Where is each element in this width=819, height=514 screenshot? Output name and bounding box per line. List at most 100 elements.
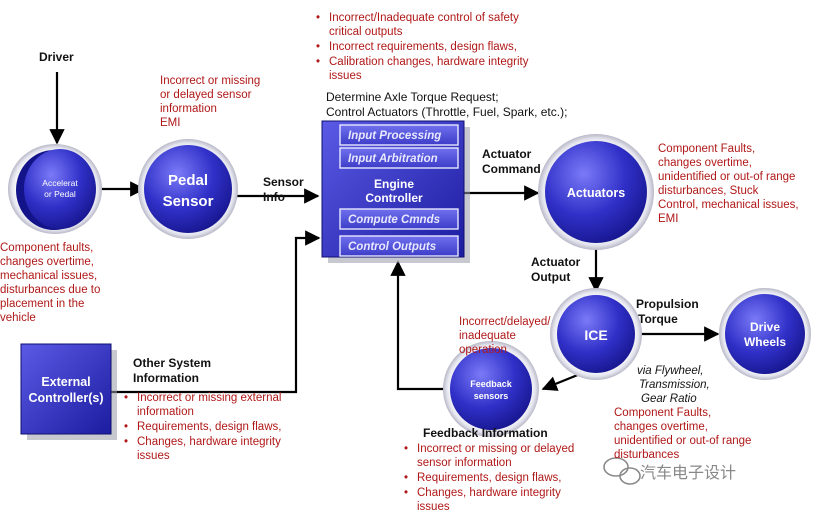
hazard-line: Incorrect or missing or delayed (417, 443, 575, 455)
ice-hazards: Component Faults, changes overtime, unid… (614, 406, 751, 462)
propulsion-torque-label: Propulsion Torque (636, 297, 699, 327)
determine-axle-label: Determine Axle Torque Request; Control A… (326, 90, 567, 120)
external-label-2: Controller(s) (29, 391, 104, 405)
hazard-line: Requirements, design flaws, (137, 421, 282, 433)
accel-pedal-label-1: Accelerat (42, 178, 78, 188)
hazard-line: sensor information (417, 457, 512, 469)
accel-pedal-label-2: or Pedal (44, 189, 76, 199)
feedback-sensors-label-2: sensors (474, 391, 509, 401)
pedal-sensor-hazards: Incorrect or missing or delayed sensor i… (160, 74, 260, 130)
hazard-line: Control, mechanical issues, (658, 199, 799, 211)
hazard-line: placement in the (0, 298, 85, 310)
actuator-output-line-2: Output (531, 270, 571, 284)
external-hazards: •Incorrect or missing external informati… (124, 392, 282, 462)
arrow-external-to-controller (110, 230, 321, 394)
hazard-line: changes overtime, (658, 157, 752, 169)
hazard-line: or delayed sensor (160, 89, 252, 101)
propulsion-torque-line-2: Torque (638, 312, 678, 326)
accel-pedal-hazards: Component faults, changes overtime, mech… (0, 241, 100, 325)
hazard-line: disturbances due to (0, 284, 101, 296)
determine-axle-line-1: Determine Axle Torque Request; (326, 90, 499, 104)
engine-controller-title-1: Engine (374, 177, 414, 191)
other-system-info-line-2: Information (133, 371, 199, 385)
hazard-line: EMI (160, 117, 181, 129)
hazard-line: Incorrect/delayed/ (459, 316, 551, 328)
accelerator-pedal-node: Accelerat or Pedal (8, 144, 102, 234)
sensor-info-label: Sensor Info (263, 175, 304, 205)
feedback-sensors-node: Feedback sensors (443, 341, 539, 437)
arrow-feedback-to-controller (390, 260, 444, 391)
hazard-line: EMI (658, 213, 679, 225)
pedal-sensor-node: Pedal Sensor (138, 139, 238, 239)
hazard-line: vehicle (0, 312, 36, 324)
input-processing-label: Input Processing (348, 130, 441, 142)
drive-wheels-label-1: Drive (750, 320, 780, 334)
hazard-line: changes overtime, (0, 256, 94, 268)
drive-wheels-label-2: Wheels (744, 335, 786, 349)
actuators-hazards: Component Faults, changes overtime, unid… (658, 142, 799, 226)
hazard-line: information (137, 406, 194, 418)
hazard-line: Component faults, (0, 242, 94, 254)
hazard-line: Calibration changes, hardware integrity (329, 56, 529, 68)
other-system-info-label: Other System Information (133, 356, 211, 386)
actuator-command-line-2: Command (482, 162, 541, 176)
actuator-command-label: Actuator Command (482, 147, 541, 177)
actuator-output-line-1: Actuator (531, 255, 581, 269)
actuators-node: Actuators (538, 134, 654, 250)
external-controllers-node: External Controller(s) (20, 343, 117, 440)
hazard-line: Incorrect requirements, design flaws, (329, 41, 517, 53)
engine-controller-title-2: Controller (365, 191, 423, 205)
external-label-1: External (41, 375, 90, 389)
via-flywheel-line-1: via Flywheel, (637, 365, 704, 377)
hazard-line: Changes, hardware integrity (417, 487, 561, 499)
watermark-text: 汽车电子设计 (640, 465, 737, 482)
hazard-line: inadequate (459, 330, 516, 342)
hazard-line: Incorrect or missing (160, 75, 261, 87)
hazard-line: changes overtime, (614, 421, 708, 433)
hazard-line: disturbances (614, 449, 680, 461)
drive-wheels-node: Drive Wheels (719, 288, 811, 380)
feedback-info-hazards: •Incorrect or missing or delayed sensor … (404, 443, 575, 513)
hazard-line: information (160, 103, 217, 115)
hazard-line: critical outputs (329, 26, 403, 38)
pedal-sensor-label-2: Sensor (163, 193, 214, 210)
ice-label: ICE (584, 327, 607, 343)
hazard-line: Incorrect/Inadequate control of safety (329, 12, 519, 24)
compute-cmnds-label: Compute Cmnds (348, 214, 440, 226)
hazard-line: Incorrect or missing external (137, 392, 282, 404)
input-arbitration-label: Input Arbitration (348, 153, 438, 165)
ice-node: ICE (550, 288, 642, 380)
hazard-line: unidentified or out-of range (614, 435, 752, 447)
hazard-line: Changes, hardware integrity (137, 436, 281, 448)
hazard-line: issues (329, 70, 362, 82)
propulsion-torque-line-1: Propulsion (636, 297, 699, 311)
hazard-line: unidentified or out-of range (658, 171, 796, 183)
via-flywheel-line-3: Gear Ratio (641, 393, 697, 405)
hazard-line: operation (459, 344, 507, 356)
feedback-operation-hazards: Incorrect/delayed/ inadequate operation (459, 315, 550, 357)
control-outputs-label: Control Outputs (348, 241, 436, 253)
hazard-line: disturbances, Stuck (658, 185, 759, 197)
hazard-line: Requirements, design flaws, (417, 472, 562, 484)
feedback-sensors-label-1: Feedback (470, 379, 513, 389)
hazard-line: mechanical issues, (0, 270, 98, 282)
hazard-line: Component Faults, (614, 407, 712, 419)
driver-label: Driver (39, 50, 74, 64)
actuator-output-label: Actuator Output (531, 255, 580, 285)
engine-controller-node: Input Processing Input Arbitration Engin… (321, 120, 470, 263)
sensor-info-line-1: Sensor (263, 175, 304, 189)
actuator-command-line-1: Actuator (482, 147, 532, 161)
wechat-icon (603, 457, 641, 485)
hazard-line: issues (417, 501, 450, 513)
sensor-info-line-2: Info (263, 190, 285, 204)
controller-hazards: •Incorrect/Inadequate control of safety … (316, 12, 529, 82)
hazard-line: Component Faults, (658, 143, 756, 155)
via-flywheel-label: via Flywheel, Transmission, Gear Ratio (637, 364, 710, 406)
determine-axle-line-2: Control Actuators (Throttle, Fuel, Spark… (326, 105, 568, 119)
other-system-info-line-1: Other System (133, 356, 212, 370)
via-flywheel-line-2: Transmission, (639, 379, 710, 391)
actuators-label: Actuators (567, 186, 625, 200)
feedback-info-label: Feedback Information (423, 426, 548, 440)
hazard-line: issues (137, 450, 170, 462)
